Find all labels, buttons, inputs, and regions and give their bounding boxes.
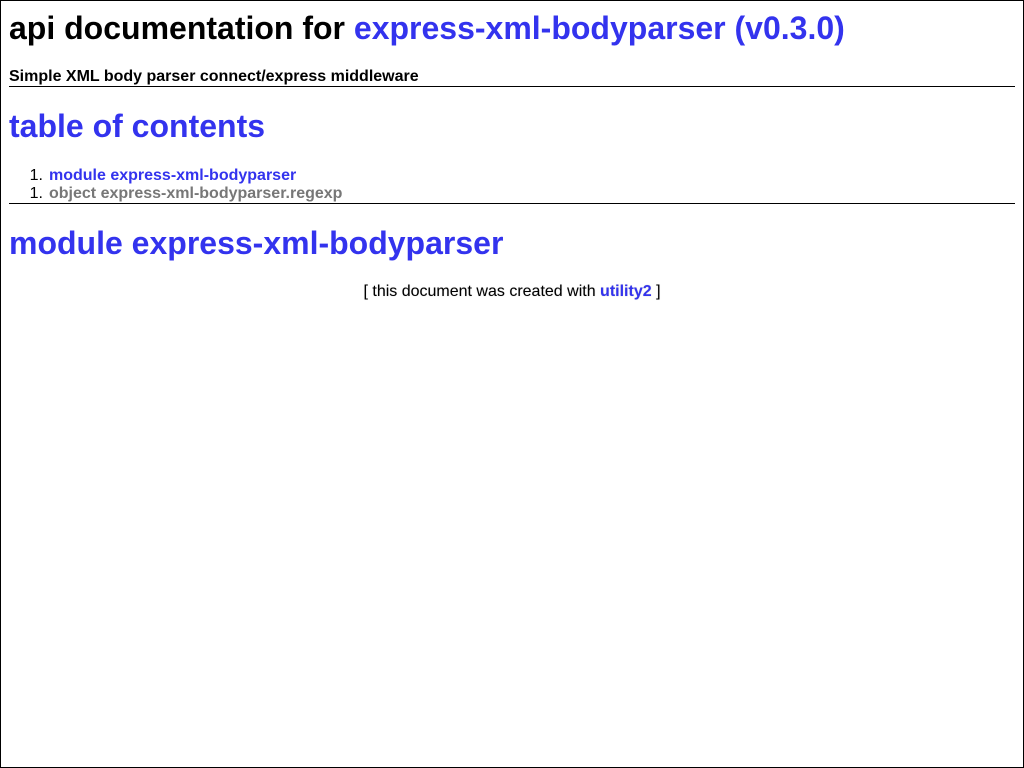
- footer-prefix: [ this document was created with: [363, 283, 596, 300]
- footer-note: [ this document was created with utility…: [9, 261, 1015, 301]
- module-title: module express-xml-bodyparser: [9, 225, 504, 261]
- divider-middle: [9, 203, 1015, 204]
- footer-suffix: ]: [656, 283, 661, 300]
- toc-sublist: 1. object express-xml-bodyparser.regexp: [9, 185, 1015, 203]
- package-description: Simple XML body parser connect/express m…: [9, 68, 419, 85]
- divider-top: [9, 86, 1015, 87]
- toc-subitem: 1. object express-xml-bodyparser.regexp: [9, 185, 1015, 203]
- toc-title: table of contents: [9, 108, 266, 144]
- page-title: api documentation for express-xml-bodypa…: [9, 1, 1015, 46]
- toc-item-number: 1.: [29, 167, 43, 184]
- toc-item: 1. module express-xml-bodyparser 1. obje…: [9, 167, 1015, 203]
- toc-list: 1. module express-xml-bodyparser 1. obje…: [9, 144, 1015, 203]
- toc-link-module[interactable]: module express-xml-bodyparser: [49, 167, 297, 184]
- utility2-link[interactable]: utility2: [600, 283, 652, 300]
- package-link[interactable]: express-xml-bodyparser (v0.3.0): [353, 10, 845, 46]
- toc-link-regexp[interactable]: object express-xml-bodyparser.regexp: [49, 185, 343, 202]
- page-title-prefix: api documentation for: [9, 10, 345, 46]
- toc-subitem-number: 1.: [29, 185, 43, 202]
